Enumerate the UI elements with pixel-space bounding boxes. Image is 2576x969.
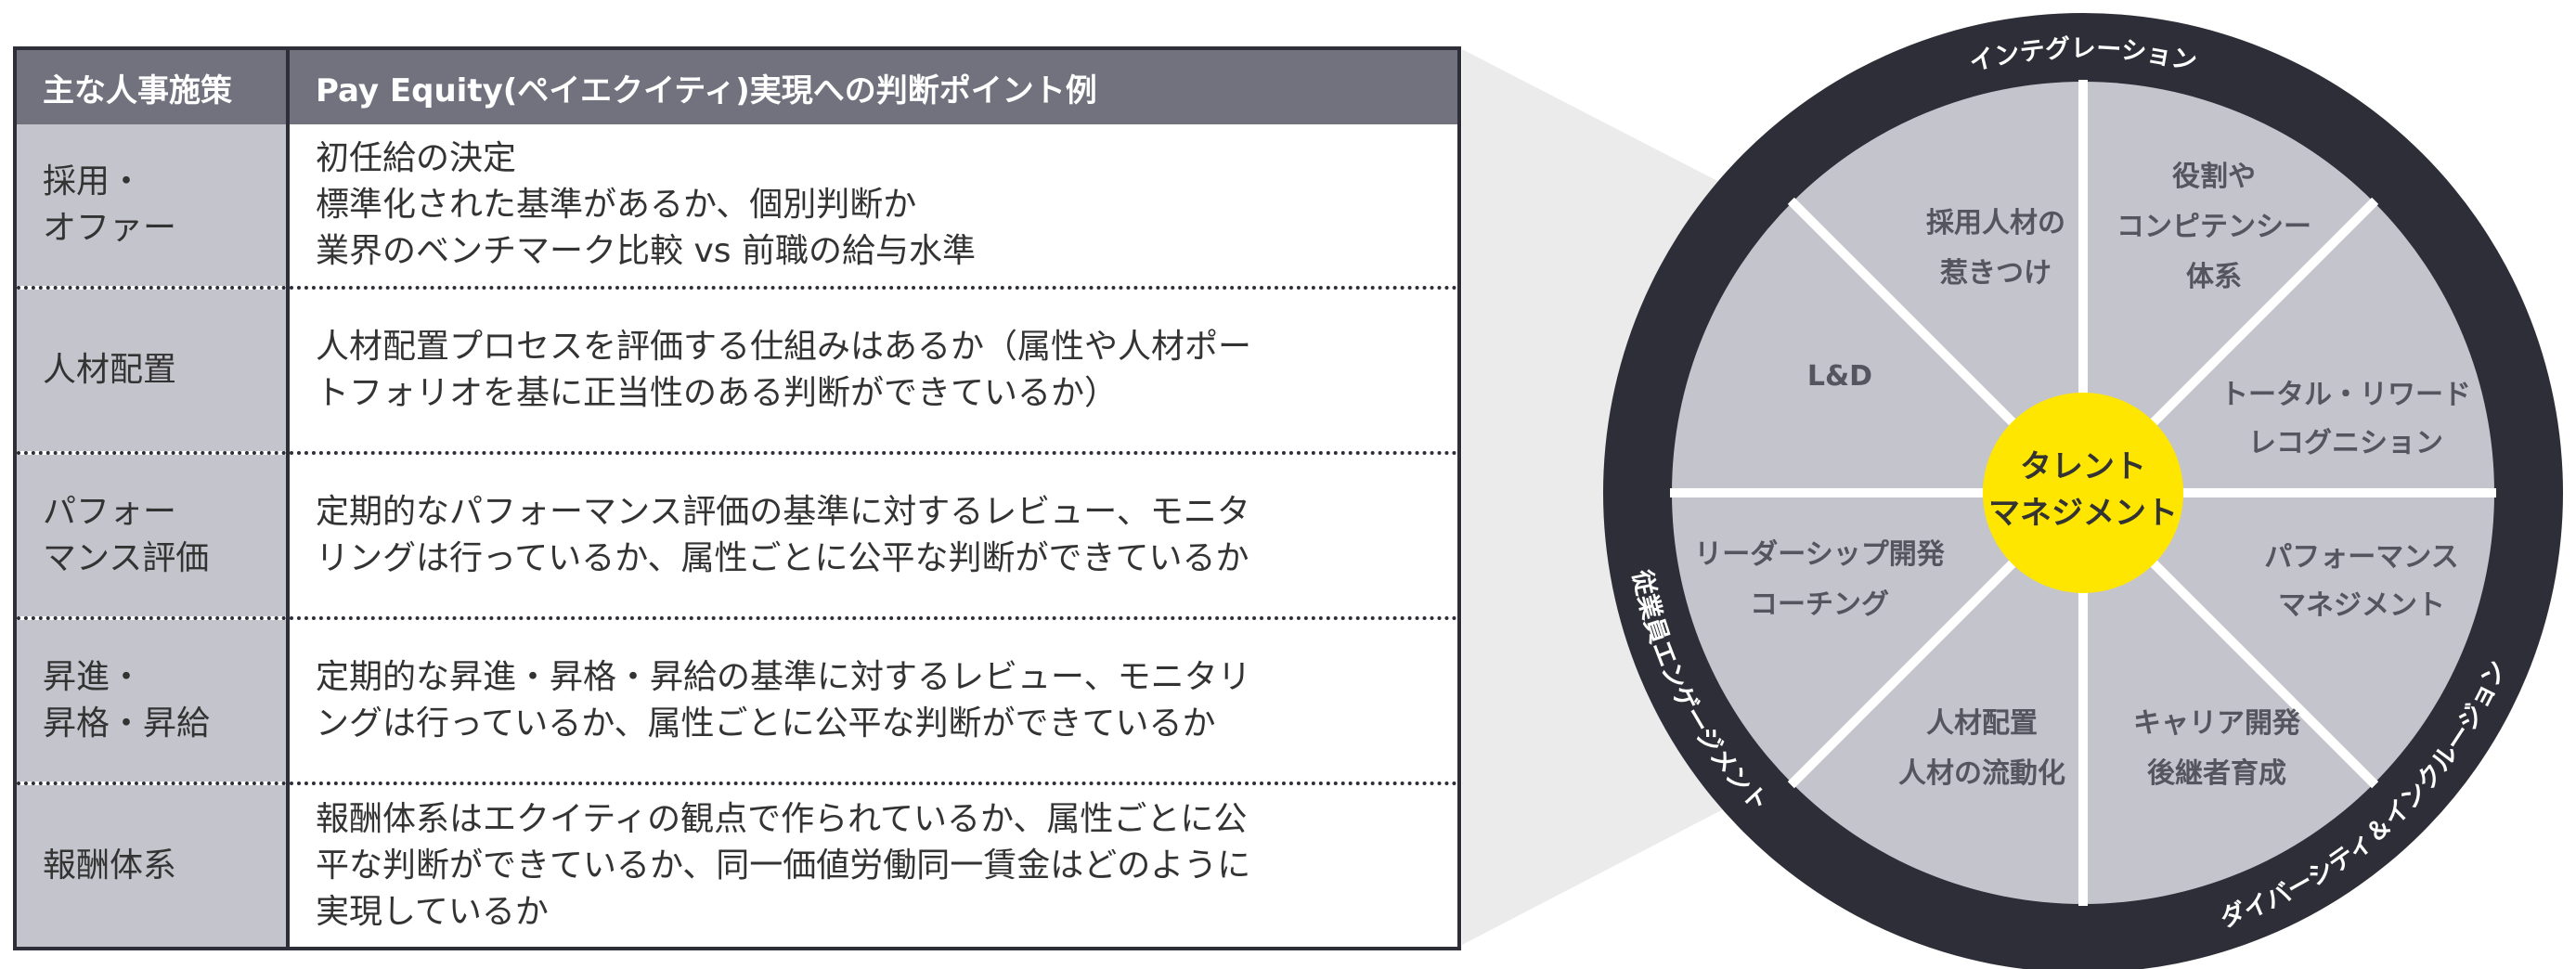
policy-cell: パフォーマンス評価 [15,451,290,618]
svg-text:体系: 体系 [2186,261,2242,293]
svg-text:トータル・リワード: トータル・リワード [2220,379,2471,411]
segment-leadership: リーダーシップ開発 コーチング [1694,538,1945,621]
segment-career: キャリア開発 後継者育成 [2133,707,2301,790]
policy-text: マンス評価 [43,539,210,577]
spoke-divider [1787,197,2021,431]
policy-text: 報酬体系 [43,846,177,885]
svg-text:L&D: L&D [1807,360,1872,393]
svg-text:人材配置: 人材配置 [1926,707,2038,740]
svg-text:キャリア開発: キャリア開発 [2133,707,2301,740]
svg-text:コンピテンシー: コンピテンシー [2116,211,2311,243]
point-text: 標準化された基準があるか、個別判断か [316,186,917,224]
segment-recruiting: 採用人材の 惹きつけ [1926,207,2065,290]
center-circle [1983,393,2183,593]
svg-text:マネジメント: マネジメント [2278,589,2445,622]
point-text: 実現しているか [316,893,549,931]
table-header: 主な人事施策 Pay Equity(ペイエクイティ)実現への判断ポイント例 [15,48,1459,124]
svg-text:役割や: 役割や [2172,161,2256,193]
point-text: 人材配置プロセスを評価する仕組みはあるか（属性や人材ポー [316,328,1252,366]
table-row: パフォーマンス評価定期的なパフォーマンス評価の基準に対するレビュー、モニタリング… [15,451,1459,618]
point-text: 初任給の決定 [316,139,517,177]
point-text: 定期的な昇進・昇格・昇給の基準に対するレビュー、モニタリ [316,658,1251,696]
point-text: 報酬体系はエクイティの観点で作られているか、属性ごとに公 [316,800,1248,838]
points-cell: 人材配置プロセスを評価する仕組みはあるか（属性や人材ポートフォリオを基に正当性の… [288,286,1459,453]
policy-text: 昇進・ [43,658,144,696]
policy-text: 昇格・昇給 [43,704,211,743]
spoke-divider [1787,555,2021,789]
pay-equity-table: 主な人事施策 Pay Equity(ペイエクイティ)実現への判断ポイント例 採用… [13,46,1461,950]
header-points: Pay Equity(ペイエクイティ)実現への判断ポイント例 [288,48,1459,124]
segment-total-rewards: トータル・リワード レコグニション [2220,379,2471,459]
segment-competency: 役割や コンピテンシー 体系 [2116,161,2311,293]
point-text: 業界のベンチマーク比較 vs 前職の給与水準 [316,232,976,270]
policy-text: パフォー [43,493,177,531]
point-text: リングは行っているか、属性ごとに公平な判断ができているか [316,539,1249,577]
header-policy: 主な人事施策 [15,48,290,124]
point-text: トフォリオを基に正当性のある判断ができているか） [316,374,1119,412]
policy-text: オファー [43,209,177,247]
policy-cell: 採用・オファー [15,124,290,288]
center-label-line: マネジメント [1988,495,2178,532]
svg-text:採用人材の: 採用人材の [1926,207,2065,239]
policy-text: 人材配置 [43,351,177,389]
center-label: タレント マネジメント [1988,448,2178,532]
table-row: 採用・オファー初任給の決定標準化された基準があるか、個別判断か業界のベンチマーク… [15,124,1459,288]
spoke-divider [2145,555,2379,789]
table-row: 報酬体系 報酬体系はエクイティの観点で作られているか、属性ごとに公平な判断ができて… [15,782,1459,949]
points-cell: 初任給の決定標準化された基準があるか、個別判断か業界のベンチマーク比較 vs 前… [288,124,1459,288]
svg-text:コーチング: コーチング [1750,588,1889,621]
policy-text: 採用・ [43,162,144,200]
svg-text:人材の流動化: 人材の流動化 [1898,757,2065,790]
center-label-line: タレント [2020,448,2146,485]
svg-text:惹きつけ: 惹きつけ [1940,257,2052,290]
svg-text:リーダーシップ開発: リーダーシップ開発 [1694,538,1945,571]
points-cell: 定期的なパフォーマンス評価の基準に対するレビュー、モニタリングは行っているか、属… [288,451,1459,618]
svg-text:後継者育成: 後継者育成 [2147,757,2286,790]
table-row: 人材配置 人材配置プロセスを評価する仕組みはあるか（属性や人材ポートフォリオを基に… [15,286,1459,453]
segment-performance: パフォーマンス マネジメント [2264,541,2458,622]
points-cell: 報酬体系はエクイティの観点で作られているか、属性ごとに公平な判断ができているか、… [288,782,1459,949]
svg-text:レコグニション: レコグニション [2248,427,2443,459]
point-text: 平な判断ができているか、同一価値労働同一賃金はどのように [316,846,1251,885]
point-text: 定期的なパフォーマンス評価の基準に対するレビュー、モニタ [316,493,1250,531]
table-row: 昇進・昇格・昇給定期的な昇進・昇格・昇給の基準に対するレビュー、モニタリングは行… [15,616,1459,783]
svg-text:パフォーマンス: パフォーマンス [2264,541,2458,574]
spoke-divider [2145,197,2379,431]
segment-placement: 人材配置 人材の流動化 [1898,707,2065,790]
policy-cell: 報酬体系 [15,782,290,949]
policy-cell: 昇進・昇格・昇給 [15,616,290,783]
policy-cell: 人材配置 [15,286,290,453]
points-cell: 定期的な昇進・昇格・昇給の基準に対するレビュー、モニタリングは行っているか、属性… [288,616,1459,783]
point-text: ングは行っているか、属性ごとに公平な判断ができているか [316,704,1216,743]
segment-ld: L&D [1807,360,1872,393]
